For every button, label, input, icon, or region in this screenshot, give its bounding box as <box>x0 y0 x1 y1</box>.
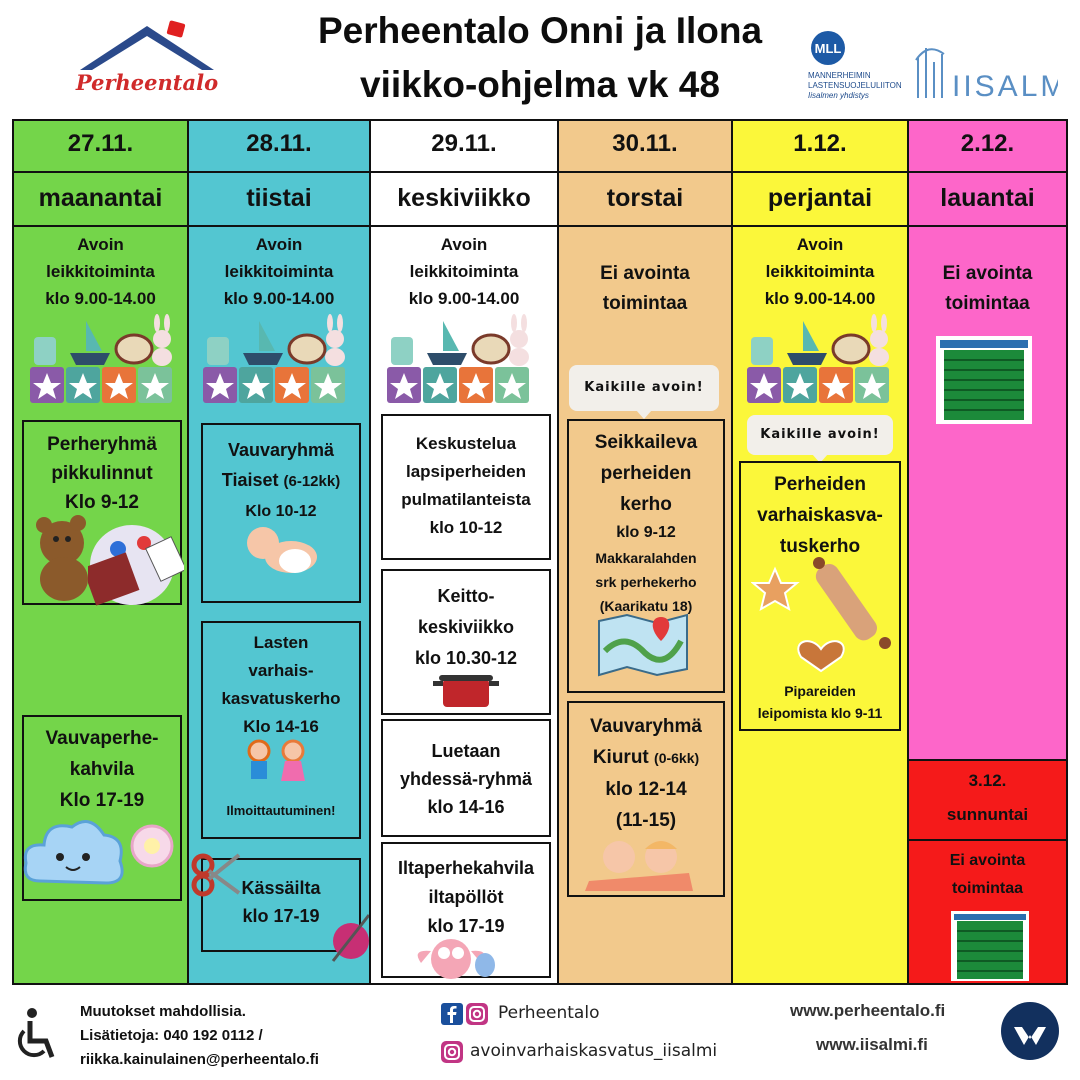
facebook-link[interactable]: Perheentalo <box>498 1003 600 1023</box>
open-for-all-bubble: Kaikille avoin! <box>747 415 893 463</box>
svg-text:Perheentalo: Perheentalo <box>75 70 218 95</box>
svg-text:IISALMI: IISALMI <box>952 70 1058 103</box>
page-title: Perheentalo Onni ja Ilona <box>317 10 763 51</box>
day-date: 3.12. <box>968 771 1007 790</box>
day-date: 29.11. <box>371 121 557 173</box>
varhaiskasvatuskerho-box: Perheiden varhaiskasva- tuskerho Piparei… <box>739 461 901 731</box>
garage-icon <box>936 336 1032 429</box>
pot-icon <box>433 669 499 714</box>
owl-icon <box>411 929 511 986</box>
teddy-bear-icon <box>30 513 100 608</box>
contact-phone: Lisätietoja: 040 192 0112 / <box>80 1027 263 1044</box>
changes-note: Muutokset mahdollisia. <box>80 1003 246 1020</box>
paint-palette-icon <box>82 519 187 614</box>
day-name: perjantai <box>733 173 907 227</box>
instagram-icon[interactable] <box>441 1041 463 1068</box>
house-logo-icon: Perheentalo <box>75 20 218 95</box>
garage-icon <box>951 911 1029 986</box>
website-link[interactable]: www.perheentalo.fi <box>790 1001 946 1020</box>
day-name: maanantai <box>14 173 187 227</box>
website-link[interactable]: www.iisalmi.fi <box>816 1035 928 1054</box>
instagram-link[interactable]: avoinvarhaiskasvatus_iisalmi <box>470 1041 718 1061</box>
day-name: tiistai <box>189 173 369 227</box>
toys-icon <box>741 311 901 412</box>
iisalmi-logo: IISALMI <box>908 40 1077 104</box>
toys-icon <box>197 311 357 412</box>
pacifier-icon <box>124 821 180 876</box>
babies-icon <box>585 833 695 896</box>
finland-emblem-icon <box>1000 1001 1060 1066</box>
kids-icon <box>237 739 317 802</box>
svg-text:MANNERHEIMIN: MANNERHEIMIN <box>808 71 871 80</box>
vauvaryhma-tiaiset-box: Vauvaryhmä Tiaiset (6-12kk) Klo 10-12 <box>201 423 361 603</box>
cloud-icon <box>20 811 130 906</box>
day-date: 1.12. <box>733 121 907 173</box>
day-date: 27.11. <box>14 121 187 173</box>
rolling-pin-icon <box>805 553 895 658</box>
divider <box>909 839 1066 841</box>
map-icon <box>595 611 691 682</box>
toys-icon <box>381 311 541 412</box>
day-date: 28.11. <box>189 121 369 173</box>
day-name: lauantai <box>909 173 1066 227</box>
baby-icon <box>241 521 321 586</box>
perheentalo-logo: Perheentalo <box>72 18 222 108</box>
page-subtitle: viikko-ohjelma vk 48 <box>360 64 720 105</box>
day-date: 2.12. <box>909 121 1066 173</box>
vauvaryhma-kiurut-box: Vauvaryhmä Kiurut (0-6kk) klo 12-14 (11-… <box>567 701 725 897</box>
svg-text:LASTENSUOJELULIITON: LASTENSUOJELULIITON <box>808 81 902 90</box>
svg-text:Iisalmen yhdistys: Iisalmen yhdistys <box>808 91 869 100</box>
instagram-icon[interactable] <box>466 1003 488 1030</box>
facebook-icon[interactable] <box>441 1003 463 1030</box>
day-name: torstai <box>559 173 731 227</box>
day-name: keskiviikko <box>371 173 557 227</box>
scissors-icon <box>189 851 243 906</box>
day-date: 30.11. <box>559 121 731 173</box>
seikkaileva-box: Seikkaileva perheiden kerho klo 9-12 Mak… <box>567 419 725 693</box>
toys-icon <box>24 311 184 412</box>
svg-text:MLL: MLL <box>815 41 842 56</box>
gingerbread-icon <box>750 565 861 680</box>
footer: Muutokset mahdollisia. Lisätietoja: 040 … <box>0 995 1080 1080</box>
contact-email[interactable]: riikka.kainulainen@perheentalo.fi <box>80 1051 319 1068</box>
open-for-all-bubble: Kaikille avoin! <box>569 365 719 419</box>
mll-logo: MLL MANNERHEIMIN LASTENSUOJELULIITON Iis… <box>806 28 906 108</box>
day-name: sunnuntai <box>946 805 1029 824</box>
wheelchair-icon <box>12 1007 62 1070</box>
